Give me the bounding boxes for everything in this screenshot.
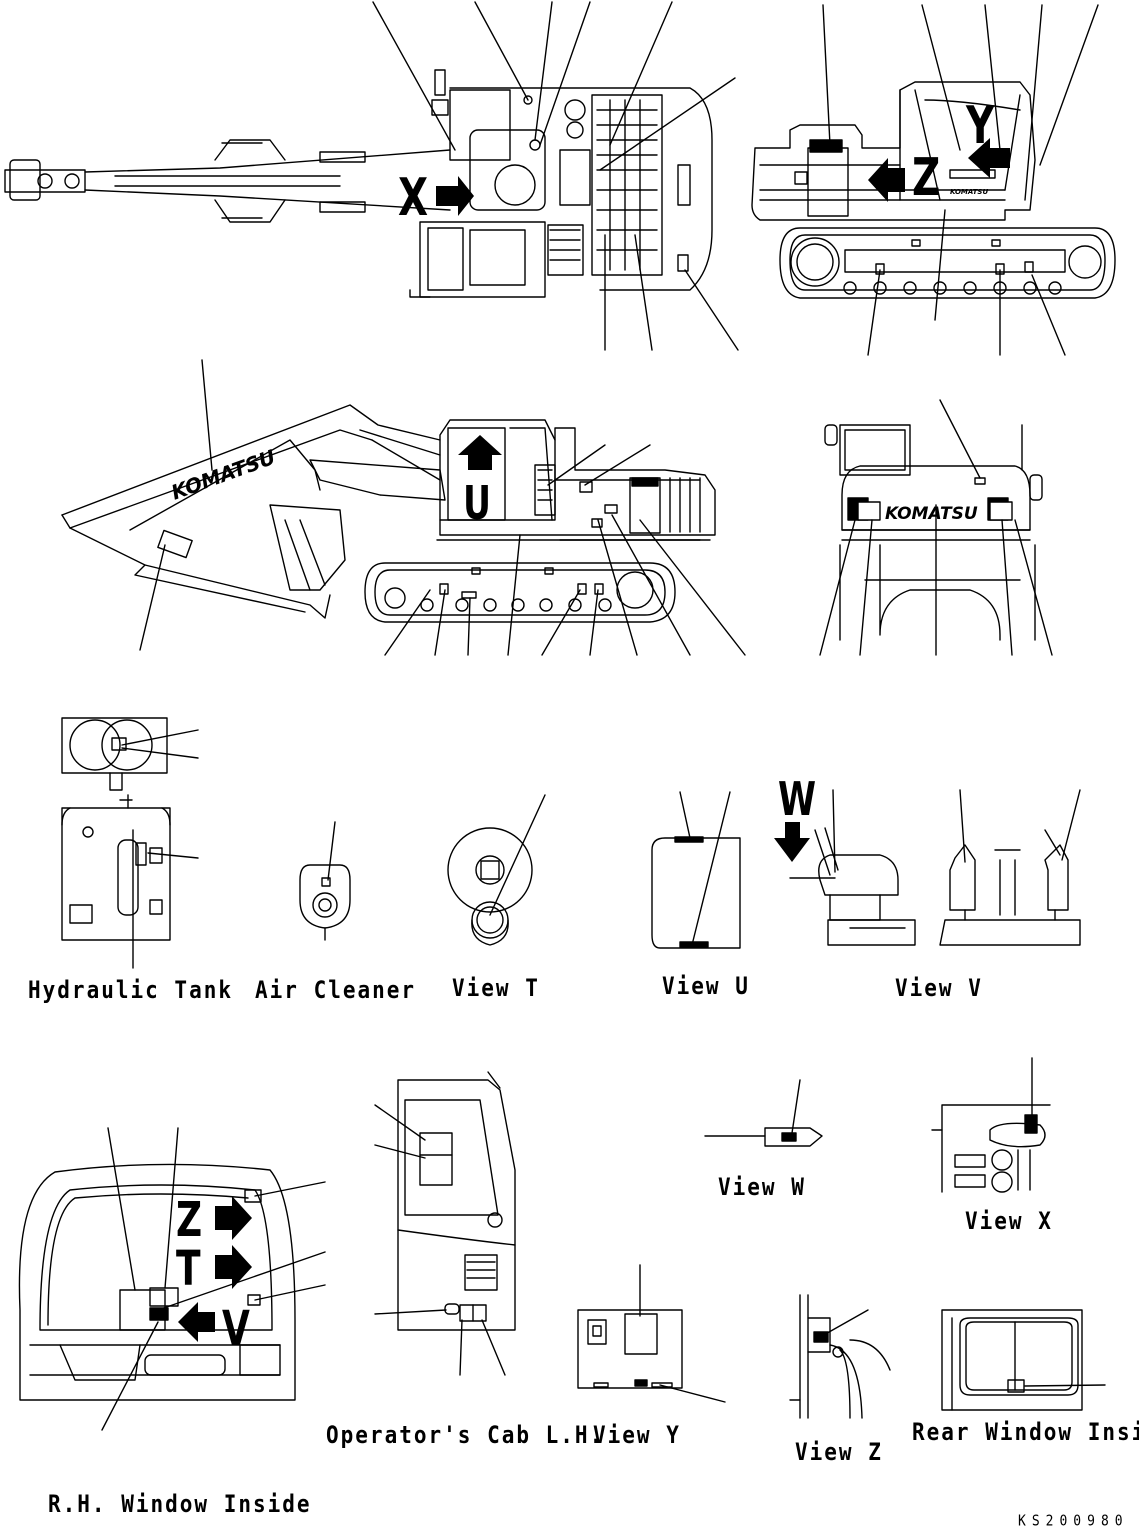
cab-t-arrow-icon bbox=[215, 1245, 252, 1289]
view-u-drawing bbox=[652, 837, 740, 948]
view-t-drawing bbox=[448, 828, 532, 945]
rear-view-machine bbox=[825, 425, 1042, 640]
leader-lines-operators-cab bbox=[375, 1105, 505, 1375]
rear-window-inside-drawing bbox=[942, 1310, 1082, 1410]
label-view-w: View W bbox=[718, 1173, 806, 1201]
komatsu-logo-side: KOMATSU bbox=[950, 188, 989, 196]
leader-line-view-z bbox=[822, 1310, 868, 1336]
leader-lines-rear-view bbox=[820, 400, 1052, 655]
view-letter-w: W bbox=[778, 772, 817, 826]
view-letter-z-cab: Z bbox=[176, 1192, 203, 1248]
label-rh-window-inside: R.H. Window Inside bbox=[48, 1490, 312, 1518]
hydraulic-tank-drawing bbox=[62, 718, 170, 940]
leader-line-rear-window bbox=[1025, 1385, 1105, 1386]
view-u-top-arrow-icon bbox=[458, 435, 502, 470]
air-cleaner-drawing bbox=[300, 865, 350, 940]
view-letter-u: U bbox=[463, 476, 492, 530]
view-letter-x: X bbox=[398, 168, 429, 228]
drawing-code: KS200980 bbox=[1018, 1513, 1129, 1529]
label-view-v: View V bbox=[895, 974, 983, 1002]
view-w-drawing bbox=[705, 1128, 822, 1146]
top-view-machine bbox=[5, 70, 712, 297]
label-view-t: View T bbox=[452, 974, 540, 1002]
left-side-machine bbox=[62, 405, 715, 622]
leader-line-view-w bbox=[792, 1080, 800, 1133]
leader-line-air-cleaner bbox=[328, 822, 335, 880]
label-view-z: View Z bbox=[795, 1438, 883, 1466]
label-operators-cab-lh: Operator's Cab L.H. bbox=[326, 1421, 605, 1449]
label-air-cleaner: Air Cleaner bbox=[255, 976, 417, 1004]
label-view-y: View Y bbox=[593, 1421, 681, 1449]
leader-line-view-t bbox=[490, 795, 545, 915]
leader-lines-view-y bbox=[640, 1265, 725, 1402]
view-z-arrow-icon bbox=[868, 158, 905, 202]
label-view-u: View U bbox=[662, 972, 750, 1000]
view-letter-t-cab: T bbox=[176, 1241, 201, 1297]
komatsu-logo-rear: KOMATSU bbox=[885, 504, 978, 524]
view-w-arrow-icon bbox=[774, 822, 810, 862]
label-view-x: View X bbox=[965, 1207, 1053, 1235]
leader-lines-top-view bbox=[373, 2, 738, 350]
view-y-drawing bbox=[578, 1310, 682, 1388]
view-letter-y: Y bbox=[966, 96, 995, 156]
leader-lines-view-v bbox=[833, 790, 1080, 872]
leader-lines-view-u bbox=[680, 792, 730, 945]
view-v-drawing bbox=[790, 828, 1080, 945]
cab-z-arrow-icon bbox=[215, 1196, 252, 1240]
view-z-drawing bbox=[790, 1295, 890, 1418]
leader-lines-hydraulic-tank bbox=[122, 730, 198, 968]
view-x-drawing bbox=[932, 1105, 1050, 1192]
label-hydraulic-tank: Hydraulic Tank bbox=[28, 976, 234, 1004]
cab-v-arrow-icon bbox=[178, 1302, 215, 1342]
operators-cab-lh-drawing bbox=[398, 1072, 515, 1330]
leader-lines-rh-window bbox=[102, 1128, 325, 1430]
view-letter-z-side: Z bbox=[912, 148, 941, 208]
leader-lines-left-side bbox=[140, 360, 745, 655]
rh-window-inside-drawing bbox=[19, 1164, 295, 1400]
label-rear-window-inside: Rear Window Inside bbox=[912, 1418, 1139, 1446]
leader-lines-side-view bbox=[823, 5, 1098, 355]
view-letter-v-cab: V bbox=[222, 1301, 250, 1357]
view-x-arrow-icon bbox=[436, 176, 474, 216]
